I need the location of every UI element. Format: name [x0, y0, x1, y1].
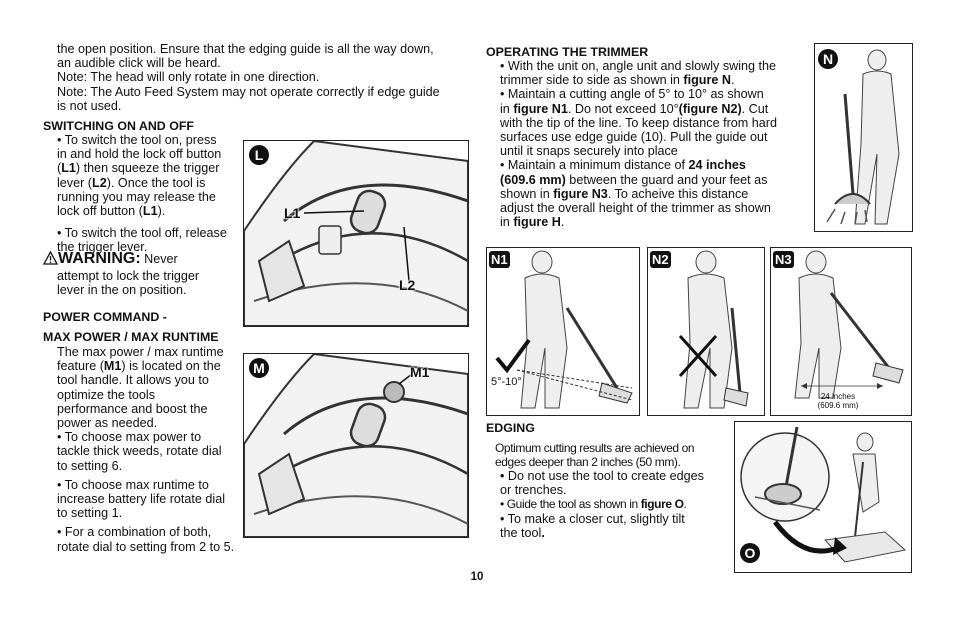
figure-o: O [734, 421, 912, 573]
text-line: • To choose max runtime to [57, 477, 209, 492]
switching-text: • To switch the tool on, press in and ho… [57, 133, 227, 255]
callout-l2: L2 [399, 277, 416, 293]
power-text: The max power / max runtime feature (M1)… [57, 345, 234, 554]
text-line: tackle thick weeds, rotate dial [57, 444, 222, 459]
warning-label: WARNING: [58, 250, 141, 267]
text-line: • Do not use the tool to create edges [500, 469, 704, 483]
text-line: optimize the tools [57, 387, 156, 402]
figure-m: M M1 [243, 353, 469, 538]
text-line: trimmer side to side as shown in figure … [500, 73, 735, 88]
text-line: in and hold the lock off button [57, 147, 222, 162]
figure-badge: L [249, 145, 269, 165]
switching-heading: SWITCHING ON AND OFF [43, 119, 194, 133]
text-line: • Guide the tool as shown in figure O. [500, 497, 687, 512]
text-line: edges deeper than 2 inches (50 mm). [495, 455, 681, 469]
figure-l: L L1 L2 [243, 140, 469, 327]
text-line: the tool. [500, 525, 545, 540]
figure-badge: O [740, 543, 760, 563]
text-line: until it snaps securely into place [500, 144, 678, 159]
text-line: running you may release the [57, 189, 216, 204]
distance-label-2: (609.6 mm) [817, 401, 859, 410]
text-line: • To switch the tool off, release [57, 226, 227, 241]
text-line: The max power / max runtime [57, 345, 224, 359]
edging-heading: EDGING [486, 421, 535, 435]
intro-line: an audible click will be heard. [57, 56, 221, 71]
tool-handle-illustration-icon [244, 354, 468, 537]
intro-text: the open position. Ensure that the edgin… [57, 42, 440, 113]
tool-handle-illustration-icon [244, 141, 468, 326]
figure-n: N [814, 43, 913, 232]
intro-line: Note: The Auto Feed System may not opera… [57, 84, 440, 99]
page-number: 10 [470, 571, 484, 583]
text-line: increase battery life rotate dial [57, 492, 226, 507]
text-line: • To make a closer cut, slightly tilt [500, 511, 685, 526]
intro-line: is not used. [57, 98, 122, 113]
text-line: shown in figure N3. To acheive this dist… [500, 186, 749, 201]
text-line: • With the unit on, angle unit and slowl… [500, 59, 777, 73]
edging-text: Optimum cutting results are achieved on … [495, 441, 695, 469]
text-line: (L1) then squeeze the trigger [57, 161, 220, 176]
text-line: in figure N1. Do not exceed 10°(figure N… [500, 101, 769, 116]
text-line: in figure H. [500, 215, 565, 230]
warning-text: lever in the on position. [57, 283, 187, 298]
figure-badge: N2 [650, 251, 671, 268]
figure-badge: N [818, 49, 838, 69]
person-trimming-illustration-icon [794, 250, 904, 399]
figure-n2: N2 [647, 247, 765, 416]
text-line: the trigger lever. [57, 240, 148, 255]
intro-line: the open position. Ensure that the edgin… [57, 42, 434, 56]
text-line: adjust the overall height of the trimmer… [500, 201, 771, 216]
edging-illustration-icon [740, 426, 907, 563]
text-line: lever (L2). Once the tool is [57, 175, 206, 190]
text-line: lock off button (L1). [57, 204, 166, 219]
warning-text: attempt to lock the trigger [57, 269, 200, 283]
text-line: performance and boost the [57, 401, 208, 416]
checkmark-icon [495, 338, 531, 374]
angle-label: 5°-10° [491, 376, 522, 388]
power-heading-1: POWER COMMAND - [43, 310, 167, 324]
operating-text: • With the unit on, angle unit and slowl… [500, 59, 777, 229]
person-trimming-illustration-icon [826, 49, 900, 225]
edging-bullets: • Do not use the tool to create edges or… [500, 469, 704, 540]
cross-icon [678, 334, 718, 378]
text-line: power as needed. [57, 416, 158, 431]
text-line: • For a combination of both, [57, 525, 212, 540]
person-trimming-illustration-icon [678, 250, 749, 409]
figure-badge: N3 [773, 251, 794, 268]
text-line: tool handle. It allows you to [57, 373, 209, 388]
distance-label-1: 24 inches [820, 392, 856, 401]
text-line: feature (M1) is located on the [57, 359, 221, 374]
text-line: • To choose max power to [57, 430, 202, 445]
text-line: to setting 1. [57, 506, 123, 521]
figure-n1: N1 5°-10° [486, 247, 640, 416]
text-line: • To switch the tool on, press [57, 133, 217, 147]
callout-l1: L1 [284, 205, 301, 221]
warning-text: Never [140, 252, 178, 266]
text-line: or trenches. [500, 483, 567, 498]
warning-block: WARNING: Never attempt to lock the trigg… [42, 250, 200, 298]
person-trimming-illustration-icon [495, 250, 633, 409]
callout-m1: M1 [410, 364, 430, 380]
figure-badge: M [249, 358, 269, 378]
operating-heading: OPERATING THE TRIMMER [486, 45, 649, 59]
text-line: rotate dial to setting from 2 to 5. [57, 539, 235, 554]
text-line: Optimum cutting results are achieved on [495, 441, 695, 455]
text-line: to setting 6. [57, 458, 123, 473]
text-line: (609.6 mm) between the guard and your fe… [500, 172, 768, 187]
text-line: • Maintain a minimum distance of 24 inch… [500, 158, 746, 173]
warning-triangle-icon [42, 250, 59, 269]
text-line: surfaces use edge guide (10). Pull the g… [500, 130, 768, 145]
text-line: • Maintain a cutting angle of 5° to 10° … [500, 87, 764, 102]
power-heading-2: MAX POWER / MAX RUNTIME [43, 330, 219, 344]
distance-label: 24 inches (609.6 mm) [807, 392, 869, 410]
figure-n3: N3 24 inches (609.6 mm) [770, 247, 912, 416]
text-line: with the tip of the line. To keep distan… [500, 115, 777, 130]
figure-badge: N1 [489, 251, 510, 268]
intro-line: Note: The head will only rotate in one d… [57, 70, 320, 85]
